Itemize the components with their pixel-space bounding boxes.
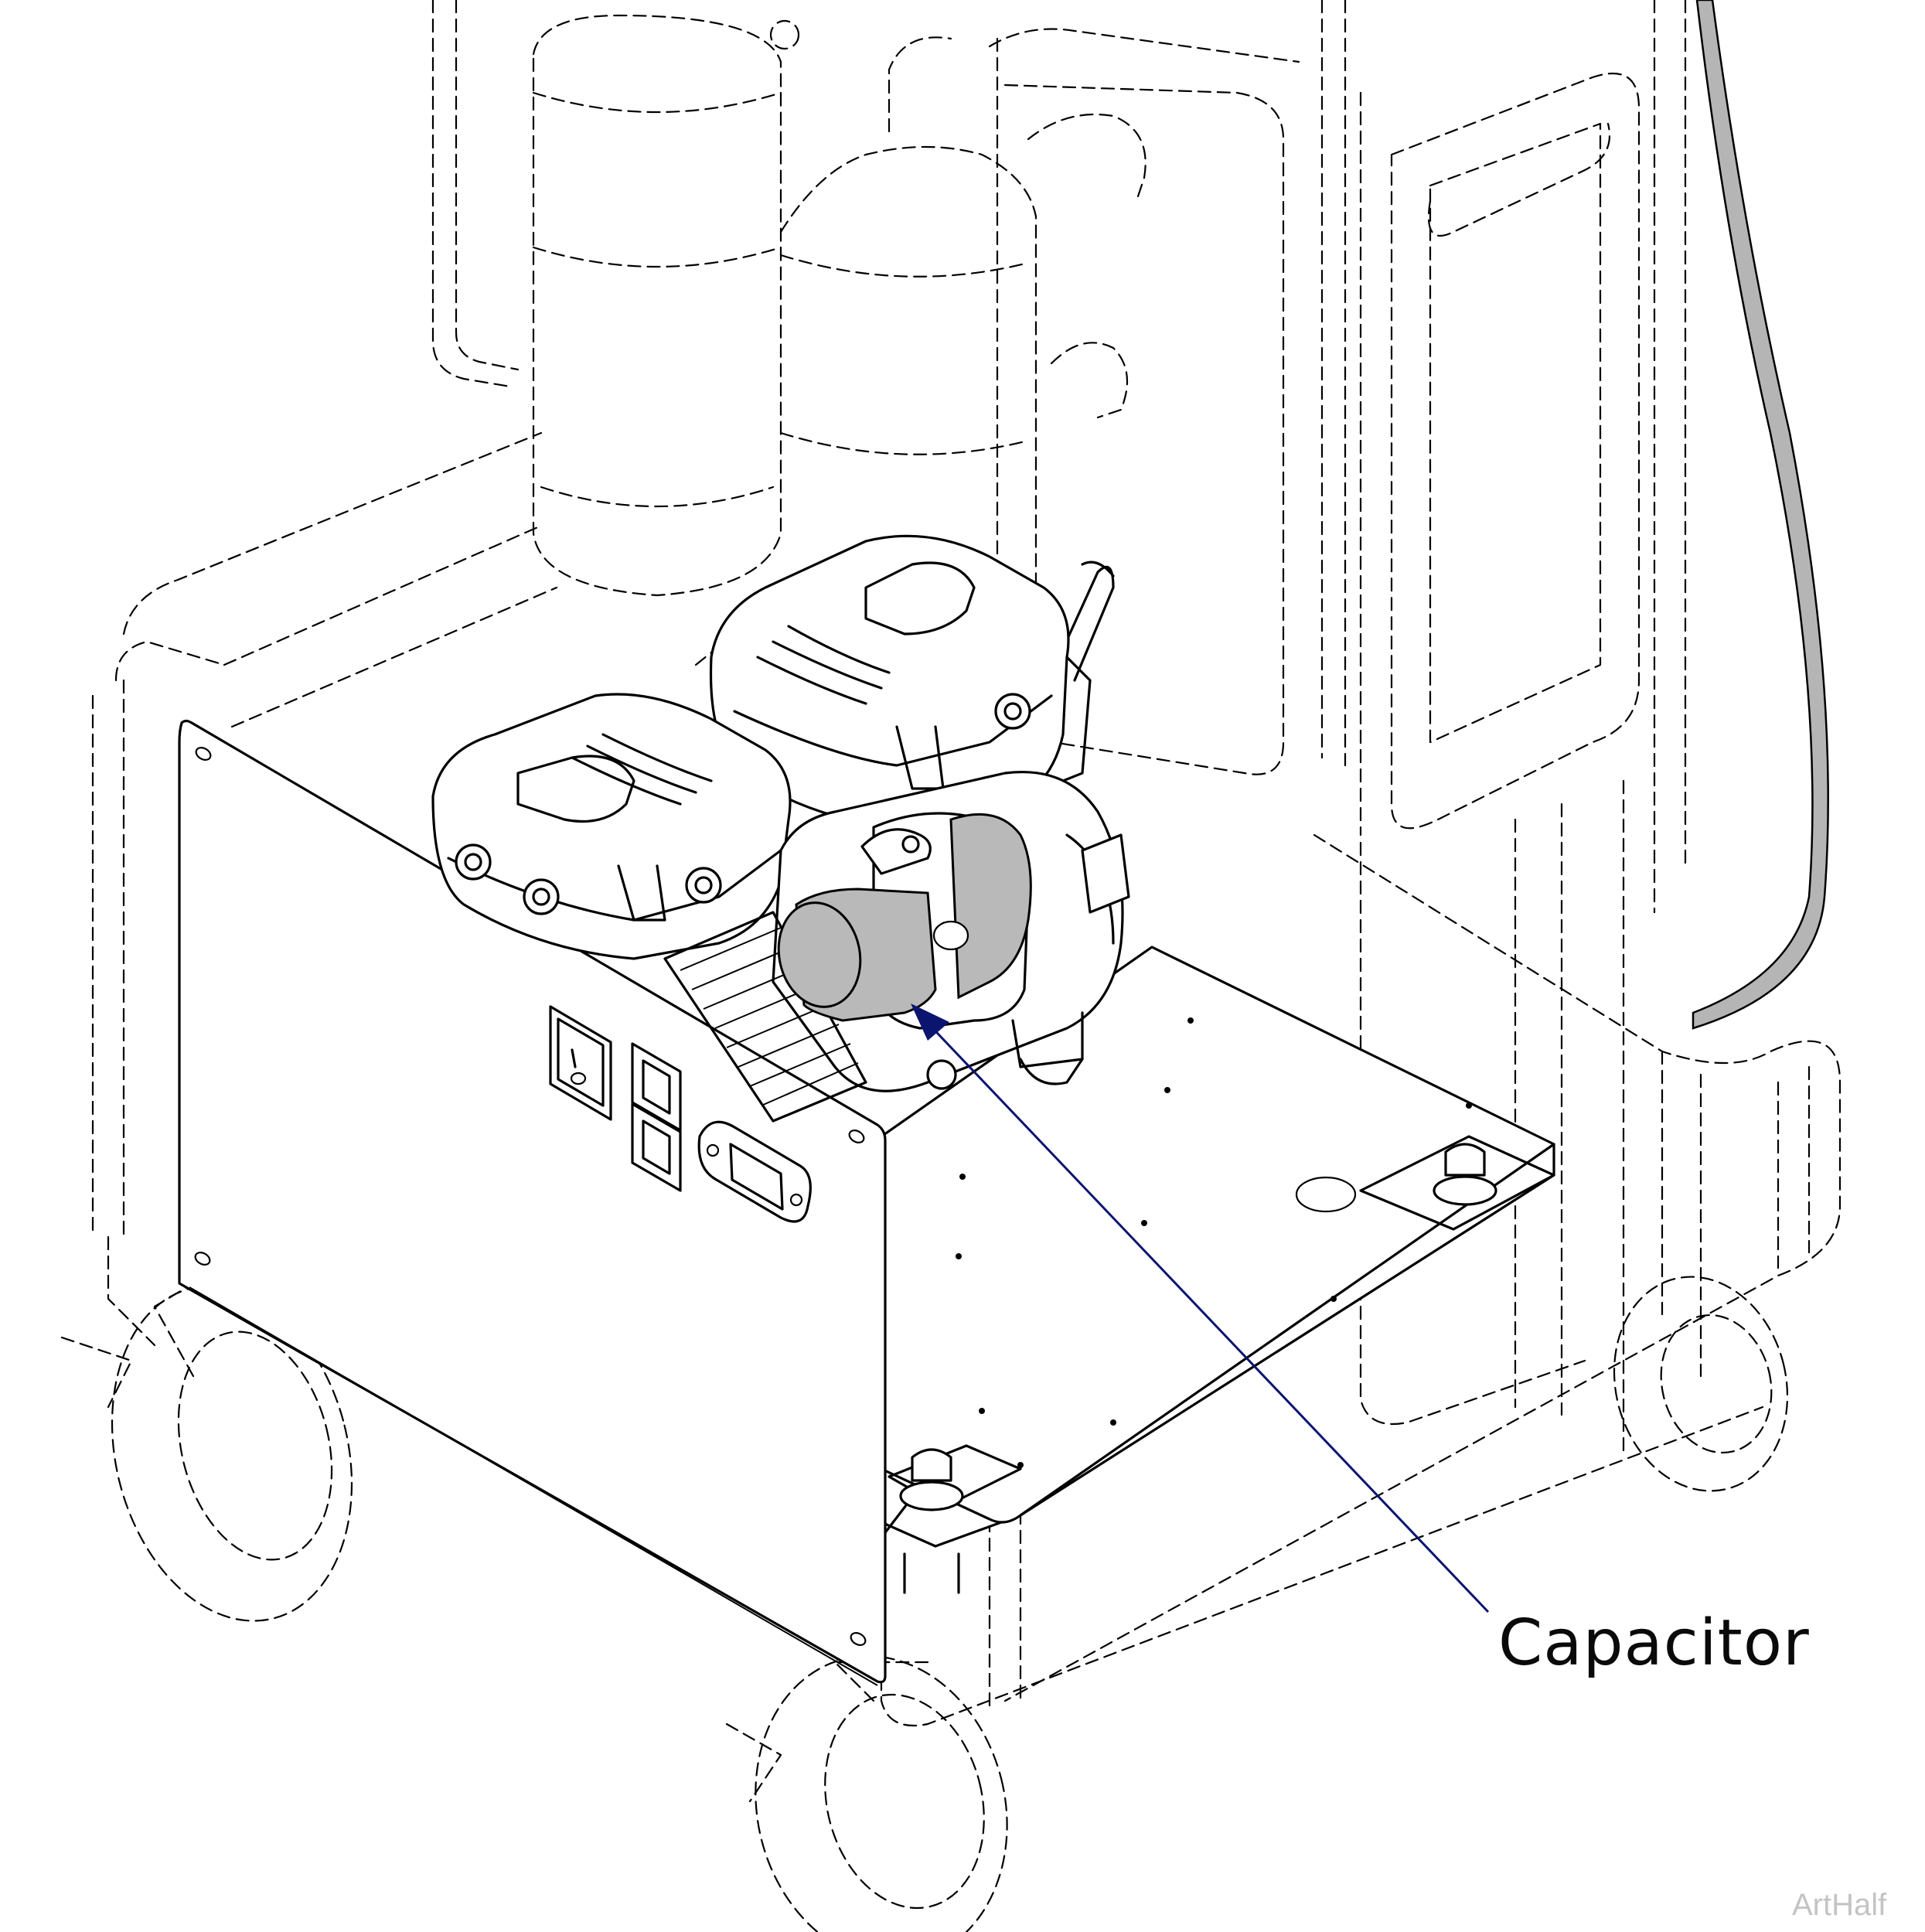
capacitor-callout-label: Capacitor (1498, 1607, 1810, 1680)
front-panel (178, 719, 887, 1686)
rocker-switch-icon (549, 1005, 612, 1121)
arrowhead-icon (911, 1003, 949, 1041)
mount-holes (956, 1017, 1472, 1468)
base-plate (864, 946, 1555, 1594)
iec-inlet-icon (697, 1120, 812, 1223)
ghosted-cart (60, 0, 1842, 1932)
toggle-switch-icon (631, 1042, 682, 1192)
fan-grille (680, 927, 859, 1106)
capacitor (777, 812, 1032, 1030)
watermark: ArtHalf (1792, 1888, 1887, 1922)
hose (1692, 0, 1829, 1030)
callout-leader (911, 1003, 1490, 1613)
